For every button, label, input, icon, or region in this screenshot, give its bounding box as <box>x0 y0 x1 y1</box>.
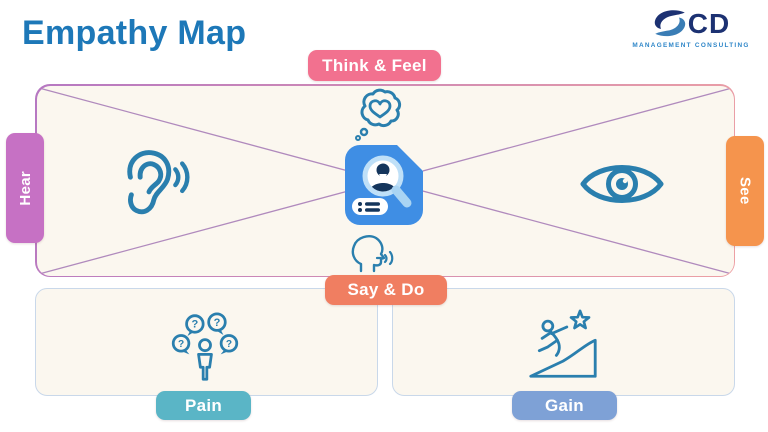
quadrant-diagonal-lines <box>38 86 732 275</box>
gain-label: Gain <box>512 391 617 420</box>
svg-text:?: ? <box>191 319 198 331</box>
see-label-text: See <box>736 177 754 205</box>
see-label: See <box>726 136 764 246</box>
think-and-feel-label: Think & Feel <box>308 50 441 81</box>
thought-bubble-heart-icon <box>351 84 407 144</box>
climber-star-icon <box>527 307 599 383</box>
pain-label: Pain <box>156 391 251 420</box>
person-question-bubbles-icon: ? ? ? ? <box>170 311 240 383</box>
logo-tagline: MANAGEMENT CONSULTING <box>632 42 750 49</box>
logo-row: CD <box>652 8 730 40</box>
logo-s-swoosh-icon <box>652 8 688 40</box>
say-and-do-label: Say & Do <box>325 275 447 305</box>
page-title: Empathy Map <box>22 14 247 52</box>
speaking-head-icon <box>349 233 395 273</box>
company-logo: CD MANAGEMENT CONSULTING <box>632 8 748 50</box>
ear-icon <box>105 143 191 229</box>
logo-brand-text: CD <box>687 8 731 39</box>
svg-text:?: ? <box>226 339 232 350</box>
hear-label-text: Hear <box>16 170 34 206</box>
persona-document-magnifier-icon <box>344 144 424 226</box>
eye-icon <box>578 155 666 213</box>
svg-text:?: ? <box>214 317 221 329</box>
hear-label: Hear <box>6 133 44 243</box>
svg-text:?: ? <box>178 339 184 350</box>
gain-panel <box>392 288 735 396</box>
